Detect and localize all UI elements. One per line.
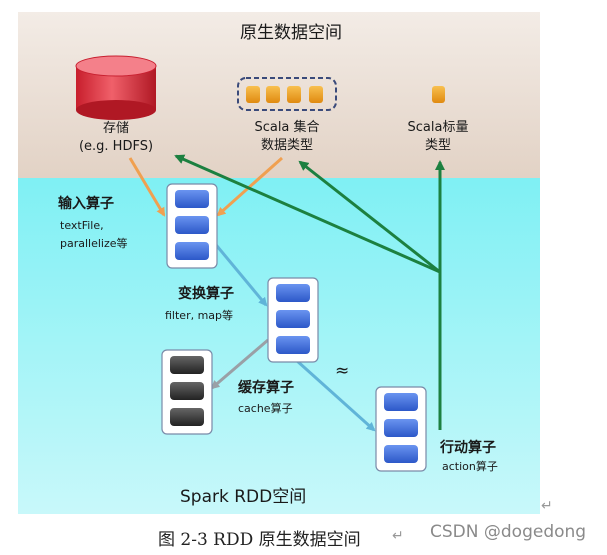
action-ops-line1: action算子 — [442, 459, 498, 473]
arrow-transform-to-cache — [210, 338, 269, 390]
action-rdd-box — [375, 386, 427, 472]
transform-rdd-box — [267, 277, 319, 363]
action-ops-title: 行动算子 — [439, 439, 496, 456]
storage-label: 存储 — [103, 121, 129, 136]
cache-rdd-box — [161, 349, 213, 435]
arrow-storage-to-input — [128, 157, 166, 217]
storage-cylinder-icon — [75, 55, 157, 120]
transform-ops-line1: filter, map等 — [165, 308, 233, 322]
arrow-action-to-storage — [174, 154, 441, 274]
arrow-collection-to-input — [216, 156, 283, 217]
native-space-title: 原生数据空间 — [240, 23, 342, 43]
arrow-input-to-transform — [210, 239, 268, 307]
cache-ops-title: 缓存算子 — [238, 379, 294, 396]
cache-ops-line1: cache算子 — [238, 401, 293, 415]
scala-scalar-label: Scala标量 — [408, 120, 469, 135]
input-ops-line1: textFile, — [60, 219, 104, 232]
rdd-space-title: Spark RDD空间 — [180, 487, 306, 507]
transform-ops-title: 变换算子 — [178, 285, 234, 302]
caption-return-mark: ↵ — [392, 528, 404, 544]
figure-caption: 图 2-3 RDD 原生数据空间 — [158, 530, 361, 550]
input-ops-title: 输入算子 — [58, 195, 114, 212]
scala-collection-icon — [237, 77, 337, 111]
scala-scalar-icon — [432, 86, 445, 103]
scala-scalar-sublabel: 类型 — [425, 138, 451, 153]
storage-sublabel: (e.g. HDFS) — [79, 139, 153, 154]
input-rdd-box — [166, 183, 218, 269]
watermark: CSDN @dogedong — [430, 522, 587, 542]
scala-collection-label: Scala 集合 — [254, 119, 319, 135]
arrow-transform-to-action — [294, 358, 376, 432]
input-ops-line2: parallelize等 — [60, 236, 128, 250]
arrow-action-to-collection — [298, 160, 441, 274]
approx-symbol: ≈ — [335, 361, 349, 381]
paragraph-mark: ↵ — [541, 498, 553, 514]
scala-collection-sublabel: 数据类型 — [261, 138, 313, 153]
